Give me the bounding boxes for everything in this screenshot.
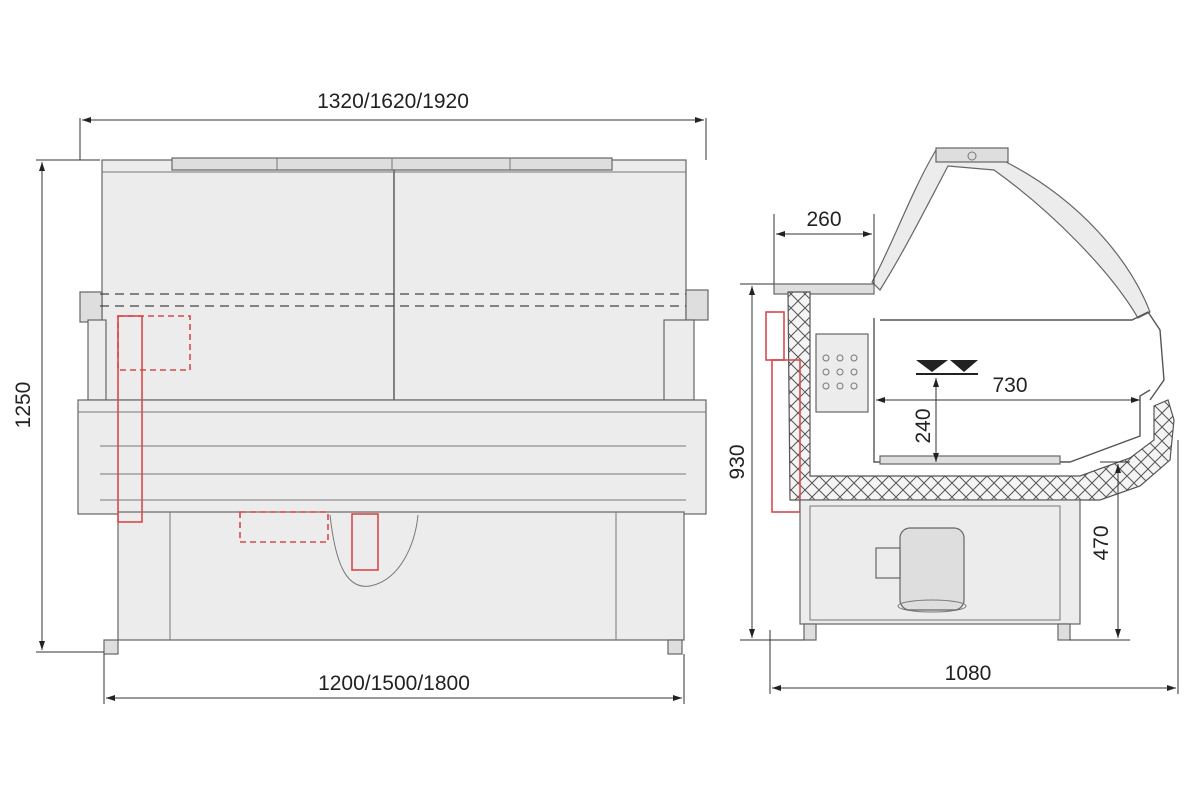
base-cabinet [117,511,685,641]
dim-base-height: 470 [1090,525,1113,560]
dim-overall-width: 1320/1620/1920 [317,90,469,113]
control-buttons [822,354,858,390]
dim-tray-height: 240 [912,408,935,443]
curved-glass [871,149,1151,319]
foot-right [667,639,683,655]
counter-body [77,399,707,515]
dim-total-height: 930 [726,444,749,479]
side-dimensions: 260 930 730 240 470 1080 [726,208,1179,694]
front-dimensions: 1320/1620/1920 1250 1200/1500/1800 [12,90,707,704]
control-panel [815,333,869,413]
side-view [765,147,1175,641]
dim-shelf-depth: 730 [992,374,1027,397]
foot-left [103,639,119,655]
insulated-body [787,291,1175,501]
front-view [77,157,709,655]
dim-overall-height: 1250 [12,382,35,429]
dim-top-depth: 260 [806,208,841,231]
dim-base-width: 1200/1500/1800 [318,672,470,695]
compressor [875,527,967,613]
dim-overall-depth: 1080 [945,662,992,685]
